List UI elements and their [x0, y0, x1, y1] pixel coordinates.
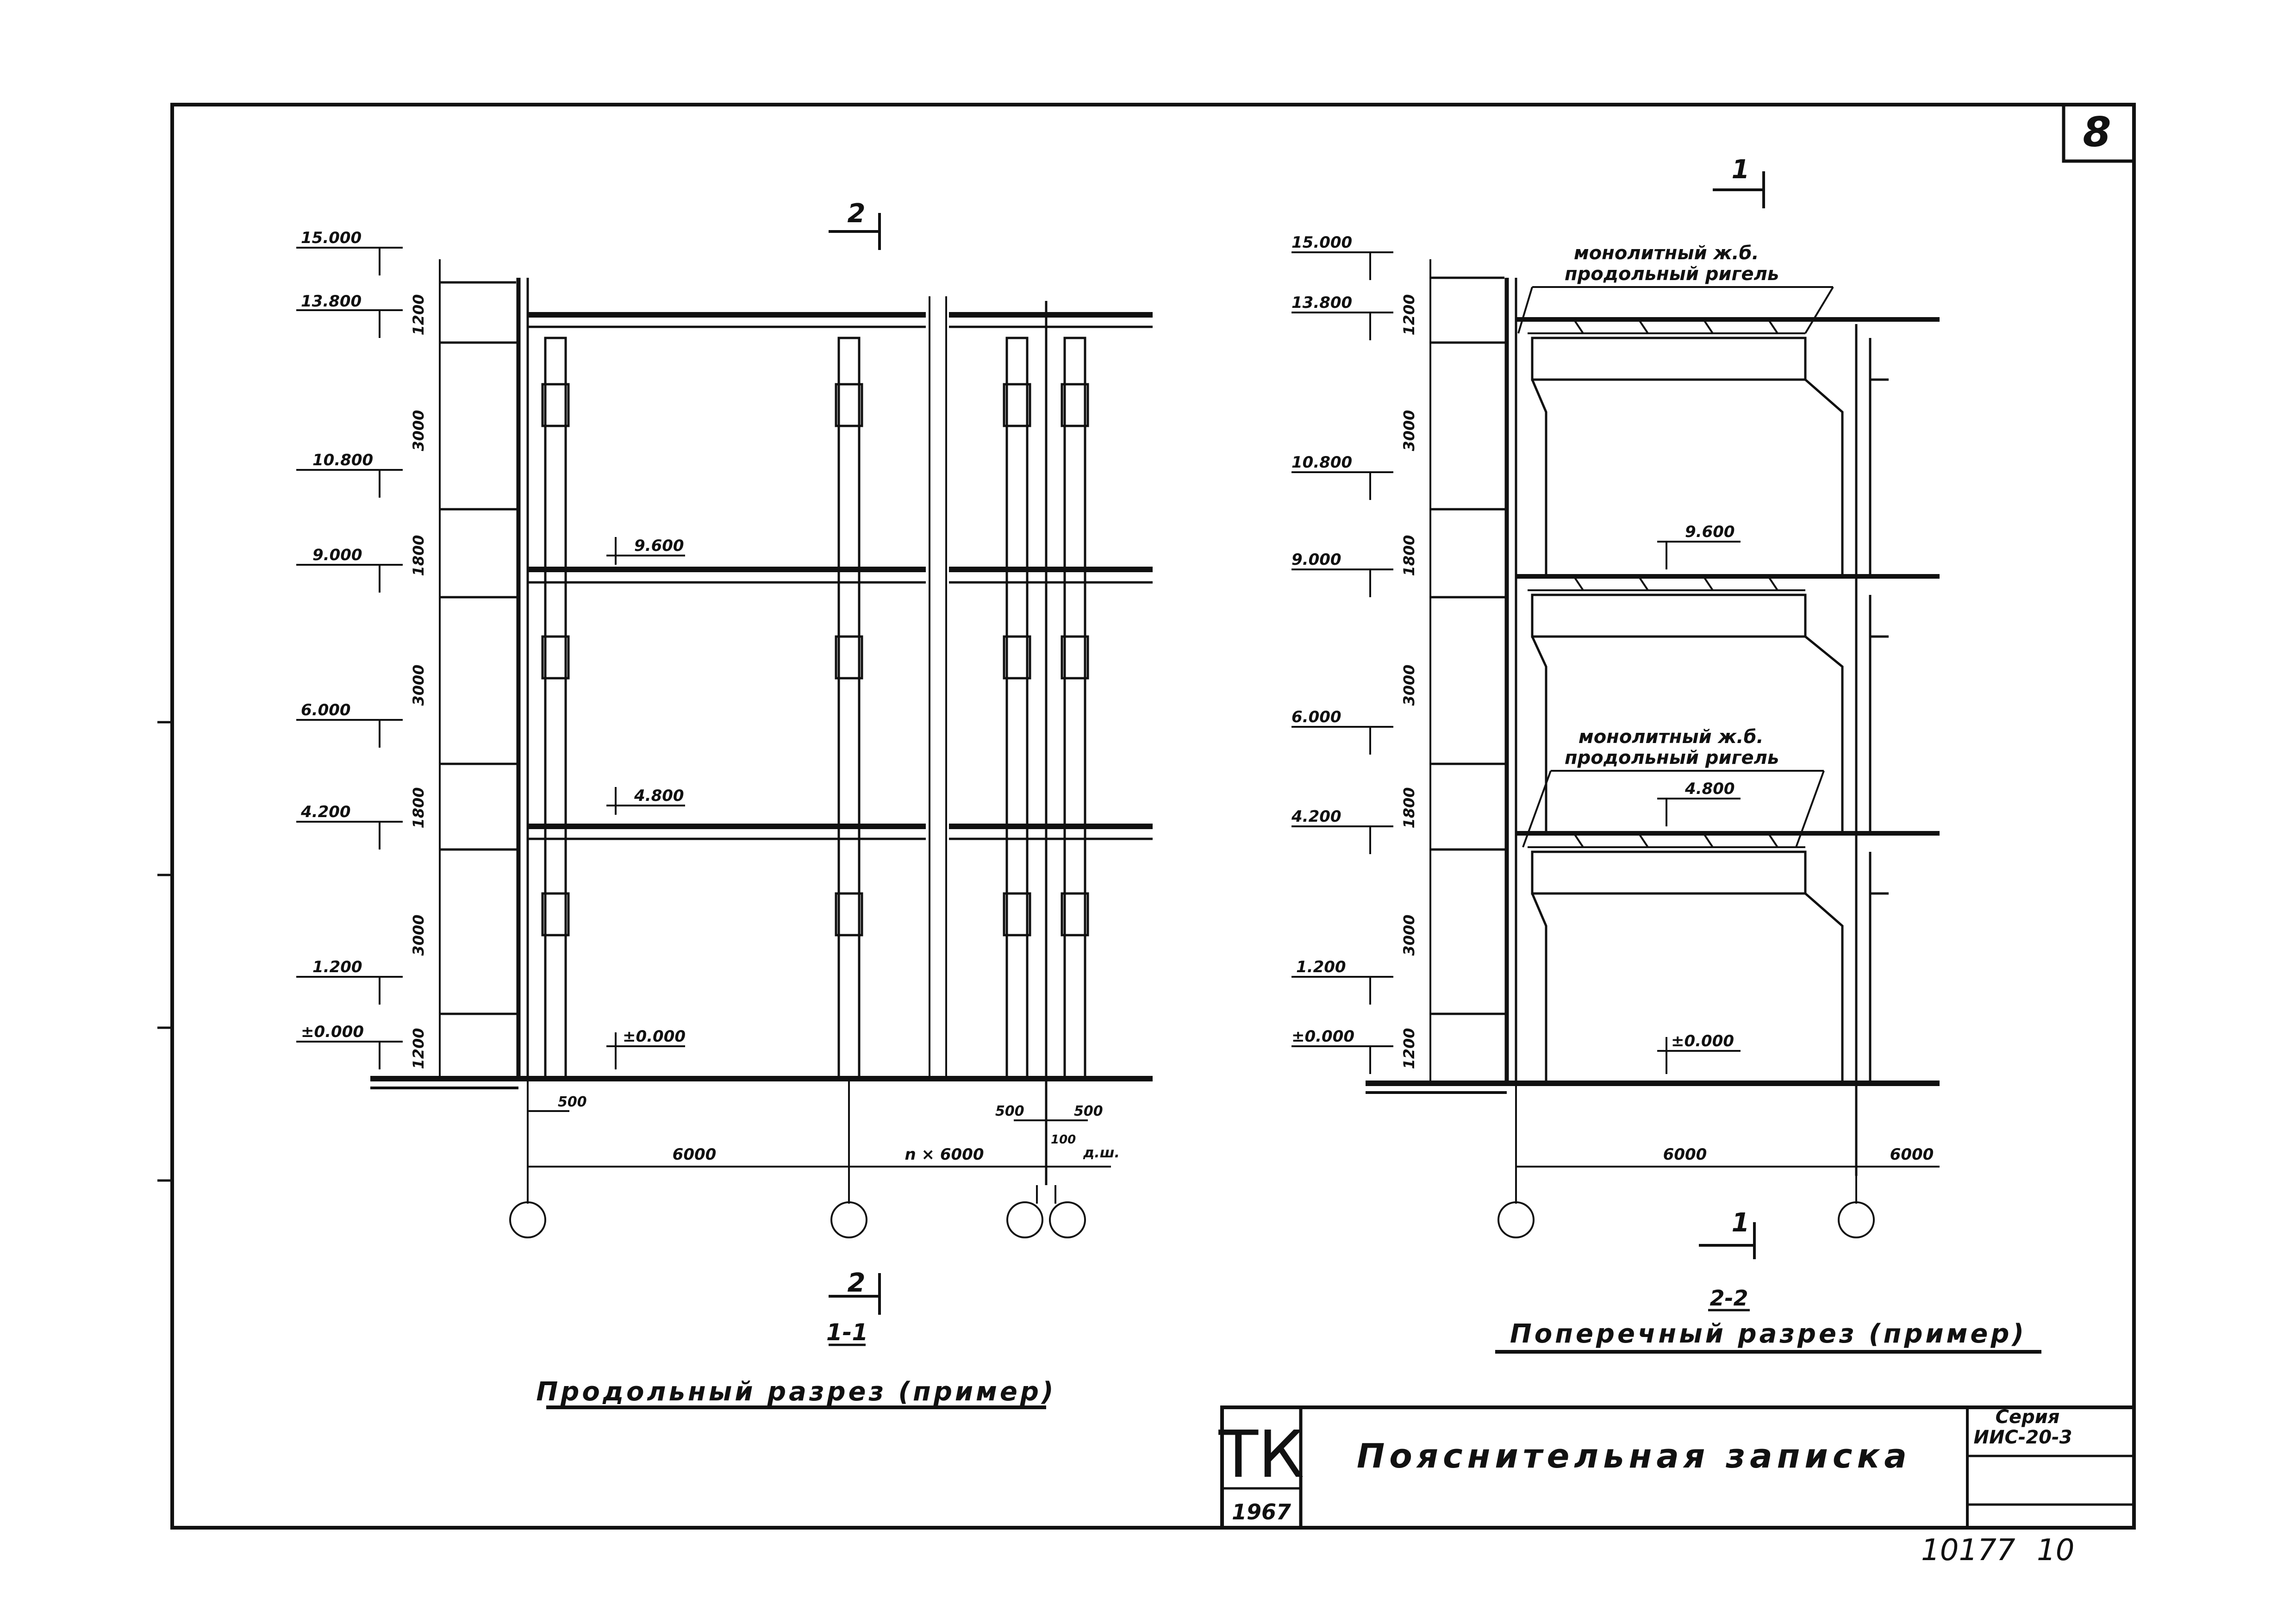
trans-level-mark: 6.000	[1292, 708, 1341, 726]
page-number-box	[2062, 103, 2136, 163]
long-level-mark: 15.000	[301, 229, 362, 247]
long-level-mark: 6.000	[301, 701, 351, 719]
series-value: ИИС-20-3	[1973, 1427, 2072, 1448]
trans-height-dim: 3000	[1400, 914, 1418, 956]
trans-level-mark: 4.200	[1291, 807, 1341, 826]
long-floor-mark: ±0.000	[623, 1027, 686, 1046]
long-cut-mark-top: 2	[848, 199, 866, 229]
trans-note-mid-line2: продольный ригель	[1565, 747, 1779, 768]
trans-caption-number: 2-2	[1710, 1286, 1748, 1311]
long-small-dim: д.ш.	[1083, 1145, 1120, 1161]
long-small-dim: 100	[1051, 1133, 1076, 1147]
longitudinal-section	[296, 213, 1153, 1409]
long-height-dim: 1200	[410, 294, 427, 335]
trans-floor-mark: 9.600	[1685, 523, 1735, 541]
trans-note-top-line1: монолитный ж.б.	[1574, 243, 1759, 264]
long-height-dim: 3000	[410, 914, 427, 956]
trans-level-marks: 15.000 13.800 10.800 9.000 6.000 4.200 1…	[1291, 233, 1354, 1046]
transverse-section	[1292, 171, 2041, 1354]
trans-height-dim: 3000	[1400, 410, 1418, 451]
long-height-dim: 3000	[410, 664, 427, 706]
trans-floor-mark: 4.800	[1685, 780, 1735, 798]
trans-level-mark: 1.200	[1296, 958, 1346, 976]
trans-height-dim: 1800	[1400, 787, 1418, 828]
trans-height-dim: 1200	[1400, 294, 1418, 335]
page-number: 8	[2083, 108, 2111, 156]
long-caption-number: 1-1	[826, 1319, 868, 1346]
trans-caption: Поперечный разрез (пример)	[1510, 1319, 2027, 1349]
long-level-mark: 4.200	[300, 803, 351, 821]
title-block-logo: ТК	[1218, 1417, 1304, 1493]
long-floor-mark: 9.600	[634, 537, 684, 555]
trans-level-mark: ±0.000	[1292, 1027, 1354, 1046]
trans-height-dim: 3000	[1400, 664, 1418, 706]
long-floor-mark: 4.800	[634, 787, 684, 805]
long-span-dim: 6000	[673, 1145, 717, 1164]
footer-sheet-number: 10	[2037, 1533, 2074, 1568]
trans-span-dim: 6000	[1663, 1145, 1707, 1164]
margin-ticks	[157, 721, 172, 1182]
long-cut-mark-bottom: 2	[848, 1268, 866, 1298]
title-block-title: Пояснительная записка	[1357, 1437, 1911, 1475]
trans-height-dim: 1200	[1400, 1028, 1418, 1069]
series-label: Серия	[1996, 1406, 2060, 1428]
trans-level-mark: 15.000	[1292, 233, 1352, 252]
title-block	[1220, 1405, 2136, 1530]
footer-doc-number: 10177	[1921, 1533, 2015, 1568]
trans-note-mid-line1: монолитный ж.б.	[1578, 726, 1764, 748]
long-height-dim: 1200	[410, 1028, 427, 1069]
sheet-frame	[170, 103, 2136, 1530]
trans-note-top-line2: продольный ригель	[1565, 263, 1779, 285]
trans-cut-mark-bottom: 1	[1732, 1208, 1750, 1238]
trans-level-mark: 9.000	[1292, 550, 1341, 569]
long-height-dims: 1200 3000 1800 3000 1800 3000 1200	[410, 294, 427, 1069]
long-height-dim: 1800	[410, 787, 427, 828]
long-small-dim: 500	[558, 1094, 587, 1110]
long-caption: Продольный разрез (пример)	[536, 1377, 1056, 1407]
long-level-mark: 9.000	[312, 546, 362, 564]
trans-span-dim: 6000	[1890, 1145, 1934, 1164]
long-level-mark: 13.800	[301, 292, 362, 311]
long-small-dim: 500	[995, 1103, 1024, 1119]
long-level-mark: ±0.000	[301, 1023, 364, 1041]
long-level-mark: 1.200	[312, 958, 362, 976]
title-block-year: 1967	[1232, 1499, 1291, 1524]
trans-height-dims: 1200 3000 1800 3000 1800 3000 1200	[1400, 294, 1418, 1069]
long-small-dim: 500	[1074, 1103, 1103, 1119]
long-height-dim: 1800	[410, 535, 427, 576]
trans-level-mark: 10.800	[1292, 453, 1352, 472]
long-span-dim: n × 6000	[905, 1145, 984, 1164]
trans-level-mark: 13.800	[1292, 294, 1352, 312]
trans-floor-mark: ±0.000	[1671, 1032, 1734, 1050]
trans-cut-mark-top: 1	[1732, 155, 1750, 185]
long-height-dim: 3000	[410, 410, 427, 451]
long-level-mark: 10.800	[312, 451, 373, 469]
long-level-marks: 15.000 13.800 10.800 9.000 6.000 4.200 1…	[300, 229, 373, 1041]
trans-height-dim: 1800	[1400, 535, 1418, 576]
